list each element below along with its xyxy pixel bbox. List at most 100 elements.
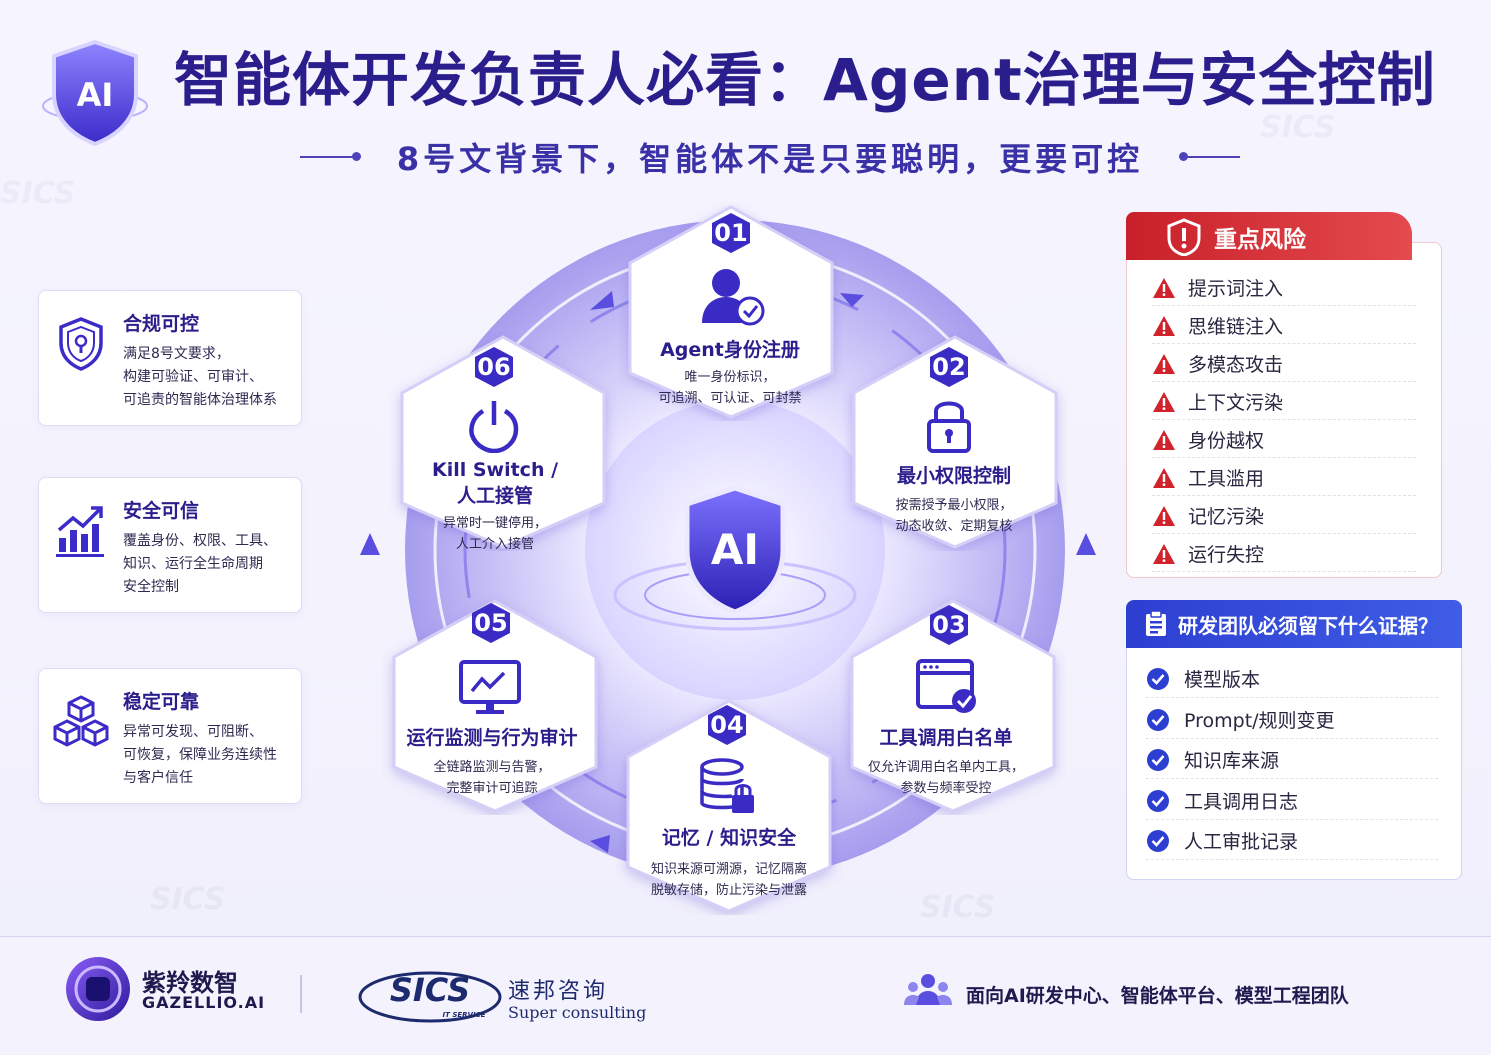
card-desc: 异常可发现、可阻断、 可恢复，保障业务连续性 与客户信任 xyxy=(123,724,277,786)
card-title: 合规可控 xyxy=(123,313,200,335)
warning-icon xyxy=(1153,392,1175,412)
check-circle-icon xyxy=(1147,789,1169,812)
risk-panel-header: 重点风险 xyxy=(1126,212,1412,260)
divider-line xyxy=(1185,156,1240,158)
check-circle-icon xyxy=(1147,830,1169,852)
risk-item: 记忆污染 xyxy=(1152,496,1416,534)
risk-item: 运行失控 xyxy=(1152,534,1416,572)
risk-item: 思维链注入 xyxy=(1152,306,1416,344)
evidence-item-label: 人工审批记录 xyxy=(1184,831,1299,853)
hex-badge xyxy=(930,347,968,387)
warning-icon xyxy=(1153,316,1175,336)
monitor-chart-icon xyxy=(459,660,521,714)
page-subtitle: 8号文背景下，智能体不是只要聪明，更要可控 xyxy=(396,140,1144,178)
evidence-item-label: Prompt/规则变更 xyxy=(1184,709,1335,732)
team-icon xyxy=(904,974,952,1005)
hex-desc: 知识来源可溯源，记忆隔离 脱敏存储，防止污染与泄露 xyxy=(650,862,807,898)
clipboard-icon xyxy=(1146,610,1166,636)
risk-item: 上下文污染 xyxy=(1152,382,1416,420)
risk-item-label: 上下文污染 xyxy=(1188,392,1284,414)
hex-title: 工具调用白名单 xyxy=(879,727,1013,749)
watermark: SICS xyxy=(0,176,76,211)
hex-05-shape xyxy=(392,599,598,813)
sics-name-cn: 速邦咨询 xyxy=(508,979,609,1004)
hex-number: 02 xyxy=(932,353,966,381)
hex-badge xyxy=(930,605,968,645)
footer-divider xyxy=(300,975,302,1013)
hex-desc: 唯一身份标识， 可追溯、可认证、可封禁 xyxy=(658,370,802,406)
evidence-panel: 研发团队必须留下什么证据？ 模型版本 Prompt/规则变更知识库来源工具调用日志… xyxy=(1126,600,1462,880)
power-icon xyxy=(469,401,519,453)
brand-name-en: GAZELLIO.AI xyxy=(142,993,266,1012)
hex-number: 01 xyxy=(714,219,748,247)
cubes-icon xyxy=(53,695,109,747)
value-card-stability: 稳定可靠 异常可发现、可阻断、 可恢复，保障业务连续性 与客户信任 xyxy=(38,668,302,804)
logo-text: AI xyxy=(77,76,114,114)
hex-title: 记忆 / 知识安全 xyxy=(661,827,797,849)
ai-shield-logo: AI xyxy=(42,39,148,147)
hex-02-shape xyxy=(852,335,1058,549)
hex-number: 06 xyxy=(477,353,511,381)
evidence-item: 人工审批记录 xyxy=(1146,820,1438,860)
sics-logo: SICS IT SERVICE xyxy=(358,971,502,1023)
evidence-panel-body xyxy=(1126,640,1462,880)
card-title: 稳定可靠 xyxy=(123,691,200,713)
footer: 紫羚数智 GAZELLIO.AI SICS IT SERVICE 速邦咨询 Su… xyxy=(0,936,1491,1055)
warning-icon xyxy=(1153,468,1175,488)
card-title: 安全可信 xyxy=(123,500,200,522)
value-card-security: 安全可信 覆盖身份、权限、工具、 知识、运行全生命周期 安全控制 xyxy=(38,477,302,613)
subtitle-row: 8号文背景下，智能体不是只要聪明，更要可控 xyxy=(300,134,1240,180)
risk-item-label: 身份越权 xyxy=(1188,430,1265,452)
evidence-item-label: 知识库来源 xyxy=(1184,750,1280,772)
risk-panel-title: 重点风险 xyxy=(1214,227,1306,253)
hex-number: 05 xyxy=(474,609,508,637)
governance-diagram: AI 01 02 03 04 05 06 Agent身份注册 唯一身份标识， 可… xyxy=(360,195,1120,935)
risk-item-label: 运行失控 xyxy=(1188,544,1265,566)
check-circle-icon xyxy=(1147,708,1169,731)
sics-logo-text: SICS xyxy=(390,971,470,1009)
hex-06-shape xyxy=(400,335,606,549)
page-title: 智能体开发负责人必看：Agent治理与安全控制 xyxy=(174,46,1436,114)
user-check-icon xyxy=(702,269,765,326)
sics-name-en: Super consulting xyxy=(508,1003,647,1022)
hex-desc: 仅允许调用白名单内工具， 参数与频率受控 xyxy=(867,760,1024,796)
warning-icon xyxy=(1153,506,1175,526)
shield-icon xyxy=(59,317,103,371)
evidence-item: Prompt/规则变更 xyxy=(1146,699,1438,739)
evidence-panel-header: 研发团队必须留下什么证据？ xyxy=(1126,600,1462,648)
evidence-item-label: 模型版本 xyxy=(1184,669,1261,691)
divider-line xyxy=(300,156,355,158)
hex-number: 04 xyxy=(710,711,744,739)
shield-alert-icon xyxy=(1167,218,1201,256)
risk-item: 提示词注入 xyxy=(1152,268,1416,306)
check-circle-icon xyxy=(1147,668,1169,690)
value-card-compliance: 合规可控 满足8号文要求， 构建可验证、可审计、 可追责的智能体治理体系 xyxy=(38,290,302,426)
check-circle-icon xyxy=(1147,749,1169,771)
growth-chart-icon xyxy=(56,506,104,557)
card-desc: 满足8号文要求， 构建可验证、可审计、 可追责的智能体治理体系 xyxy=(123,346,277,408)
browser-check-icon xyxy=(916,659,976,713)
risk-item-label: 提示词注入 xyxy=(1188,278,1284,300)
brand-name-cn: 紫羚数智 xyxy=(142,969,238,997)
hex-badge xyxy=(475,347,513,387)
divider-dot xyxy=(1179,152,1188,161)
warning-icon xyxy=(1153,278,1175,298)
divider-dot xyxy=(352,152,361,161)
warning-icon xyxy=(1153,544,1175,564)
core-ai-shield: AI xyxy=(684,485,786,615)
evidence-panel-title: 研发团队必须留下什么证据？ xyxy=(1178,614,1438,638)
risk-item: 身份越权 xyxy=(1152,420,1416,458)
audience-text: 面向AI研发中心、智能体平台、模型工程团队 xyxy=(966,985,1349,1007)
hex-badge xyxy=(472,603,510,643)
risk-item-label: 工具滥用 xyxy=(1188,468,1265,490)
hex-desc: 全链路监测与告警， 完整审计可追踪 xyxy=(433,760,551,796)
hex-title: Kill Switch / 人工接管 xyxy=(431,459,559,507)
evidence-item: 知识库来源 xyxy=(1146,739,1438,779)
warning-icon xyxy=(1153,354,1175,374)
risk-item: 工具滥用 xyxy=(1152,458,1416,496)
evidence-item-label: 工具调用日志 xyxy=(1184,790,1299,813)
evidence-item: 模型版本 xyxy=(1146,658,1438,698)
risk-item-label: 记忆污染 xyxy=(1188,506,1265,528)
watermark: SICS xyxy=(150,882,226,917)
lock-icon xyxy=(927,401,971,453)
